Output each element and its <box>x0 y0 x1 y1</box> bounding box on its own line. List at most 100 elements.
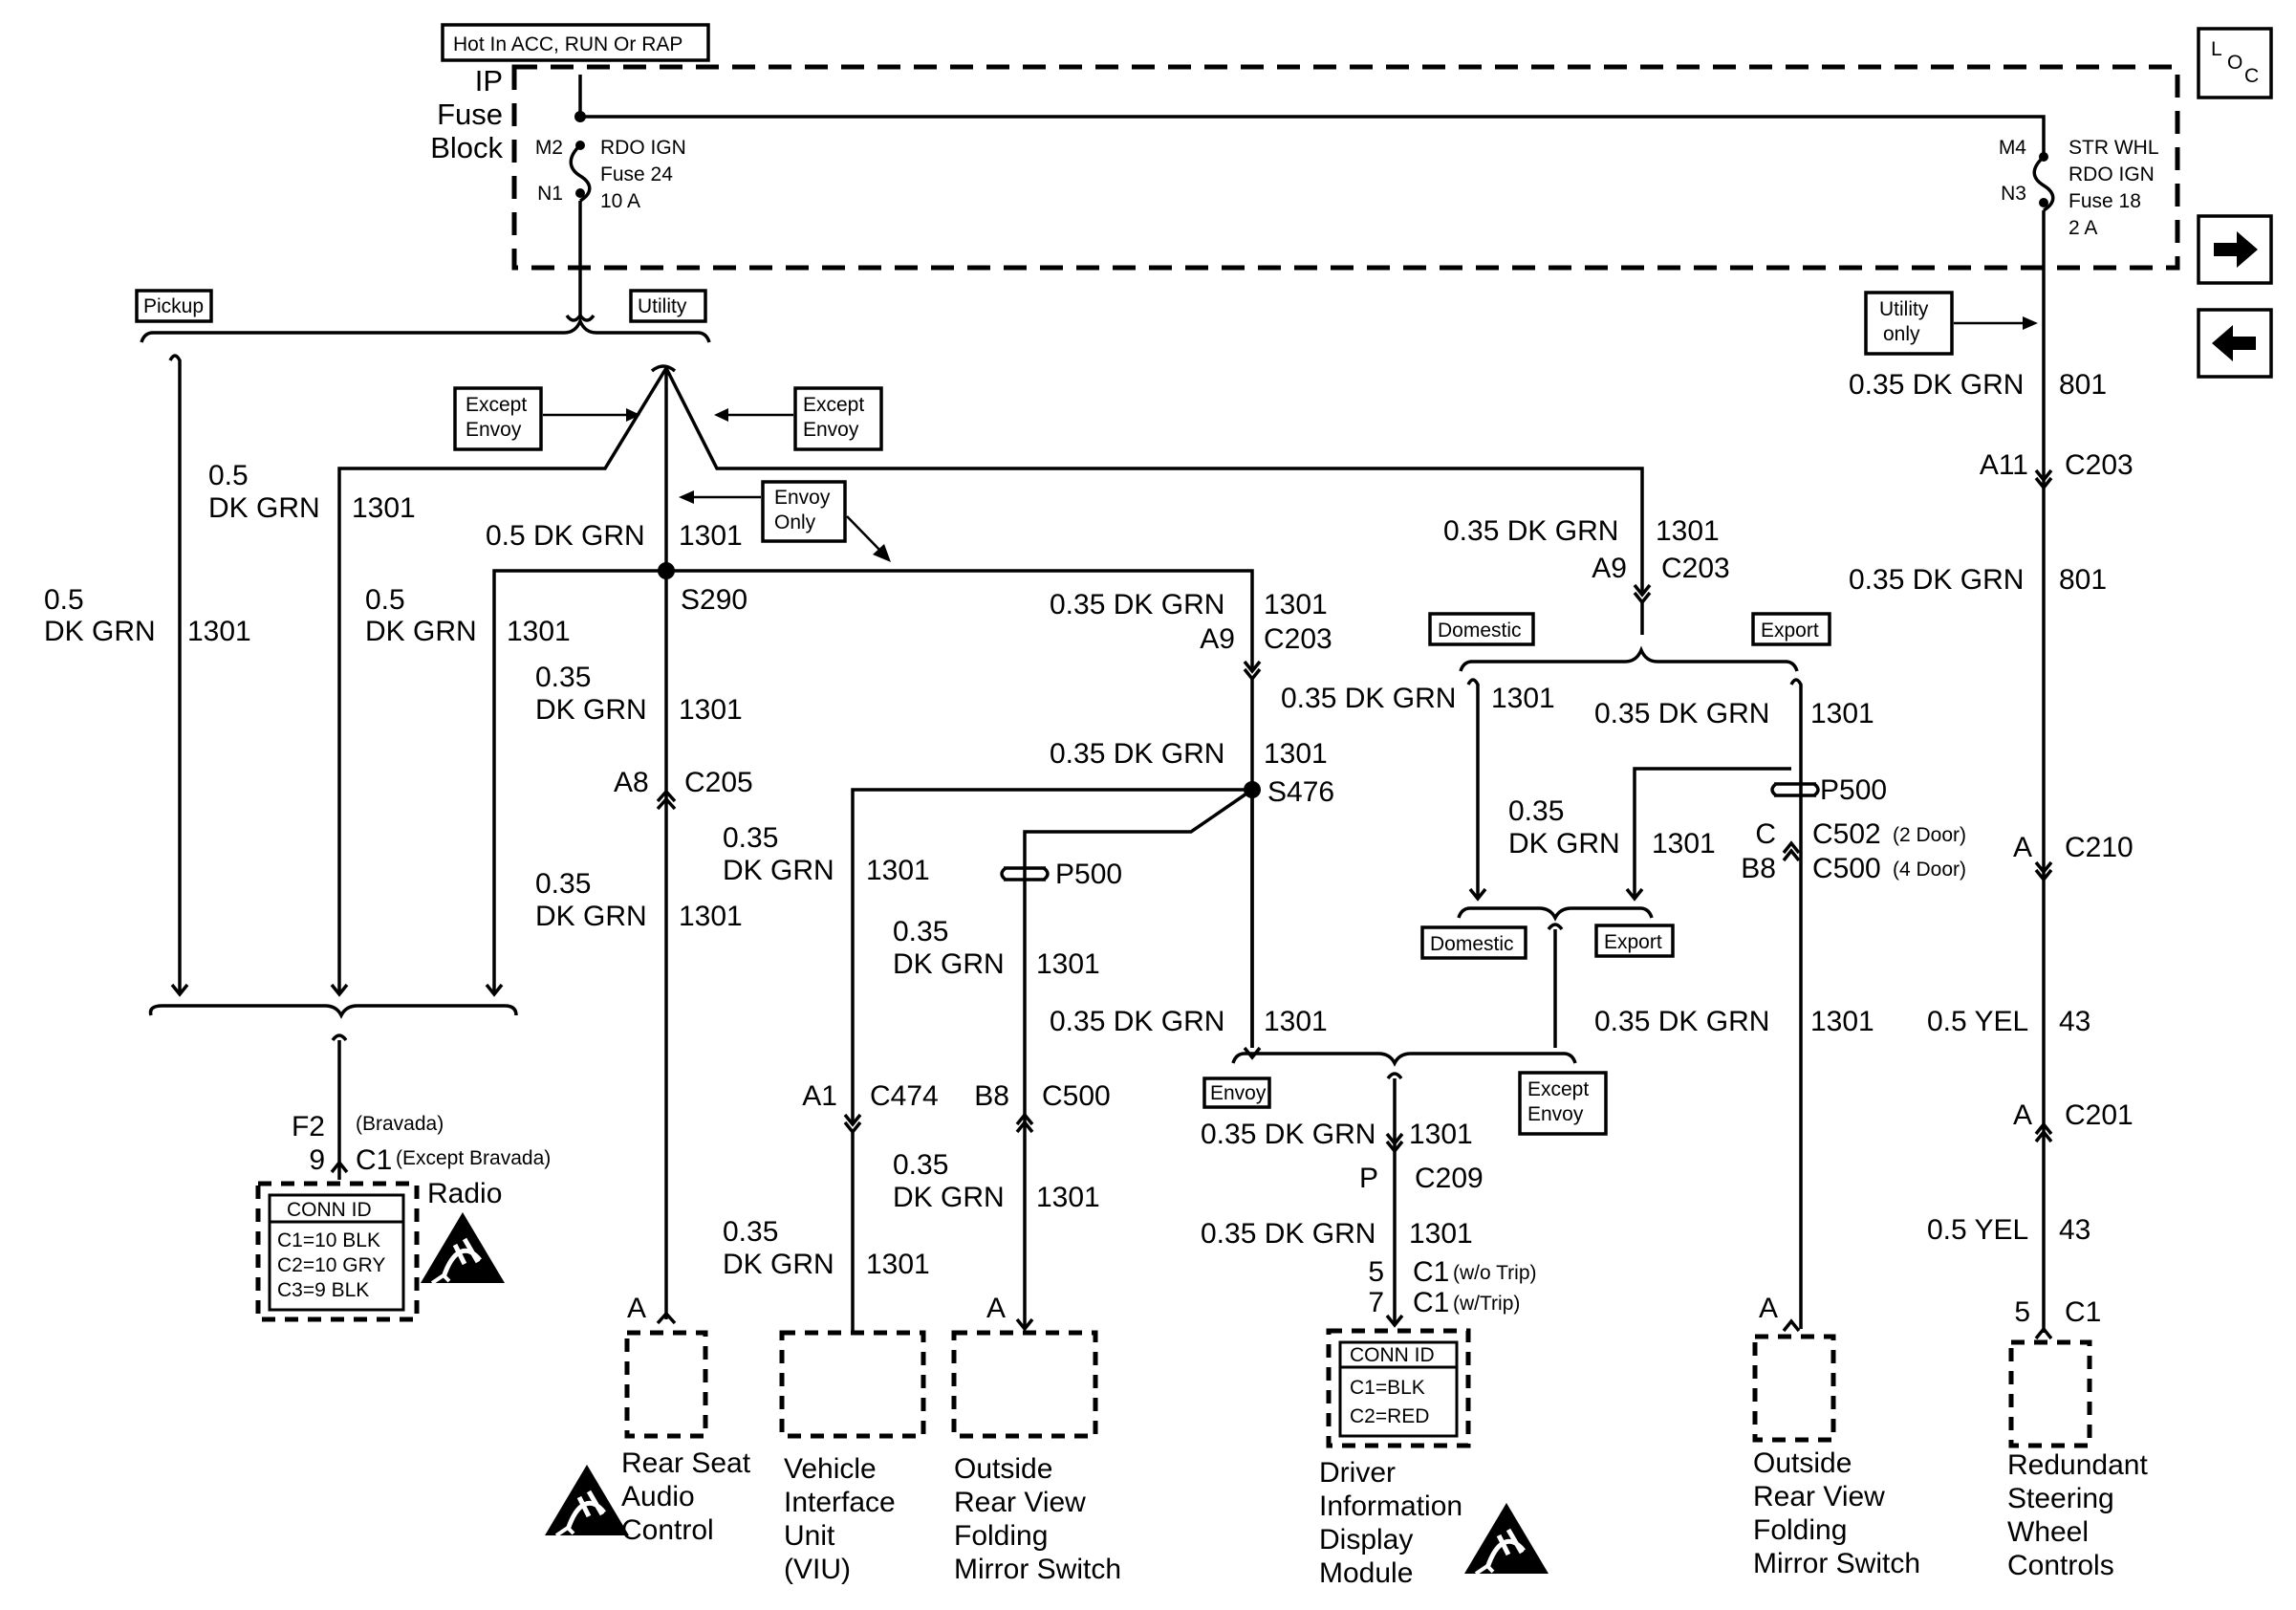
dic-component[interactable] <box>1326 1328 1471 1448</box>
viu-label-4: (VIU) <box>784 1554 851 1585</box>
mirror-left-pin: A <box>986 1293 1006 1324</box>
c500-label: C500 <box>1042 1080 1111 1112</box>
rsa-label-2: Audio <box>621 1481 695 1512</box>
c203-mid-label: C203 <box>1264 623 1332 655</box>
redundant-steering-wheel-controls[interactable] <box>2008 1339 2092 1448</box>
c209-wire: 0.35 DK GRN <box>1201 1119 1375 1150</box>
radio-bravada: (Bravada) <box>356 1113 444 1135</box>
s290-down-size: 0.35 <box>535 662 591 693</box>
mirror-right-label-1: Outside <box>1753 1447 1852 1479</box>
c203-right-wire: 0.35 DK GRN <box>1443 515 1618 547</box>
wire-p500-return <box>1633 767 1791 897</box>
except-envoy-left-l2: Envoy <box>466 419 522 441</box>
c500-four-door: (4 Door) <box>1893 859 1966 881</box>
dic-label-3: Display <box>1319 1524 1413 1556</box>
mirror-wire-size: 0.35 <box>893 916 948 947</box>
envoy-label-box <box>1202 1077 1271 1109</box>
fuse-block-title-2: Fuse <box>437 98 503 131</box>
w801-top-circuit: 801 <box>2059 369 2107 401</box>
c205-down-circuit: 1301 <box>679 901 743 932</box>
export-label-bottom: Export <box>1604 931 1662 953</box>
rsa-label-3: Control <box>621 1514 714 1546</box>
domestic-label-top: Domestic <box>1438 620 1522 642</box>
c203-a11-label: C203 <box>2065 449 2134 481</box>
loc-icon[interactable]: L O C <box>2197 27 2273 99</box>
s290-left-circuit: 1301 <box>507 616 571 647</box>
dic-label-1: Driver <box>1319 1457 1396 1489</box>
fuse-18-rating: 2 A <box>2069 217 2097 239</box>
mirror-right-pin: A <box>1759 1293 1778 1324</box>
export-label-box-bottom <box>1594 924 1675 958</box>
splice-s290 <box>658 562 675 579</box>
c474-pin: A1 <box>802 1080 837 1112</box>
svg-text:L: L <box>2211 38 2222 60</box>
fuse-24-fuse: Fuse 24 <box>600 163 673 185</box>
c205-down-color: DK GRN <box>535 901 647 932</box>
utility-only-l1: Utility <box>1879 298 1929 320</box>
outside-mirror-switch-left[interactable] <box>951 1330 1098 1439</box>
wire-s476-mirror <box>1023 788 1253 1327</box>
domestic-label-box-bottom <box>1420 925 1527 960</box>
c500-right-pin: B8 <box>1741 853 1776 884</box>
except-envoy-left-circuit: 1301 <box>352 492 416 524</box>
envoy-only-l1: Envoy <box>774 487 831 509</box>
pickup-wire-size: 0.5 <box>44 584 84 616</box>
fuse-block-title-3: Block <box>430 131 503 164</box>
dic-pin-5: 5 <box>1368 1256 1384 1288</box>
domestic-label-box-top <box>1428 612 1535 646</box>
s290-down-circuit: 1301 <box>679 694 743 726</box>
viu-low-size: 0.35 <box>723 1216 778 1248</box>
dic-pin-7: 7 <box>1368 1287 1384 1318</box>
radio-label: Radio <box>427 1178 502 1209</box>
domestic-wire: 0.35 DK GRN <box>1281 683 1456 714</box>
c210-label: C210 <box>2065 832 2134 863</box>
c209-label: C209 <box>1415 1163 1484 1194</box>
connector-c210 <box>2034 860 2053 882</box>
c502-two-door: (2 Door) <box>1893 824 1966 846</box>
fuse-24: M2 N1 RDO IGN Fuse 24 10 A <box>535 137 686 315</box>
fuse-18: M4 N3 STR WHL RDO IGN Fuse 18 2 A <box>1999 137 2159 459</box>
outside-mirror-switch-right[interactable] <box>1752 1334 1836 1443</box>
except-envoy-right-box <box>793 386 883 451</box>
utility-only-l2: only <box>1883 323 1920 345</box>
arrow-left-icon[interactable] <box>2197 308 2273 379</box>
yel-bottom: 0.5 YEL <box>1927 1214 2028 1246</box>
except-envoy-right-l1: Except <box>803 394 864 416</box>
except-envoy-left-box <box>453 386 543 451</box>
viu-component[interactable] <box>779 1330 926 1439</box>
c205-down-size: 0.35 <box>535 868 591 900</box>
dic-conn-title: CONN ID <box>1350 1344 1435 1366</box>
envoy-only-l2: Only <box>774 511 816 533</box>
export-label-top: Export <box>1761 620 1819 642</box>
yel-bottom-circuit: 43 <box>2059 1214 2090 1246</box>
s290-left-color: DK GRN <box>365 616 477 647</box>
ign-bus-bar <box>578 75 2046 157</box>
dic-conn-1: C1=BLK <box>1350 1377 1425 1399</box>
esd-icon <box>545 1465 629 1535</box>
dic-wo-trip: (w/o Trip) <box>1453 1262 1537 1284</box>
except-envoy-right-l2: Envoy <box>803 419 859 441</box>
connector-c502-c500 <box>1782 840 1801 862</box>
wire-except-envoy-left <box>337 367 668 992</box>
mirror-wire-color: DK GRN <box>893 948 1005 980</box>
supply-label-box <box>441 23 710 62</box>
radio-component[interactable] <box>255 1181 420 1322</box>
utility-only-box <box>1864 291 1954 356</box>
fuse-block-outline <box>511 64 2180 271</box>
mirror-right-wire: 0.35 DK GRN <box>1594 1006 1769 1037</box>
except-envoy-left-size: 0.5 <box>208 460 249 491</box>
c209-wire-circuit: 1301 <box>1409 1119 1473 1150</box>
arrow-right-icon[interactable] <box>2197 214 2273 285</box>
export-wire: 0.35 DK GRN <box>1594 698 1769 729</box>
connector-c209 <box>1385 1132 1404 1154</box>
esd-icon <box>1464 1503 1549 1574</box>
fuse-24-rating: 10 A <box>600 190 640 212</box>
radio-c1: C1 <box>356 1144 392 1176</box>
radio-conn-2: C2=10 GRY <box>277 1254 385 1276</box>
domestic-label-bottom: Domestic <box>1430 933 1514 955</box>
mirror-right-label-2: Rear View <box>1753 1481 1885 1512</box>
mirror-left-label-1: Outside <box>954 1453 1052 1485</box>
rear-seat-audio-component[interactable] <box>624 1330 708 1439</box>
radio-conn-1: C1=10 BLK <box>277 1229 380 1251</box>
dic-label-4: Module <box>1319 1557 1413 1589</box>
